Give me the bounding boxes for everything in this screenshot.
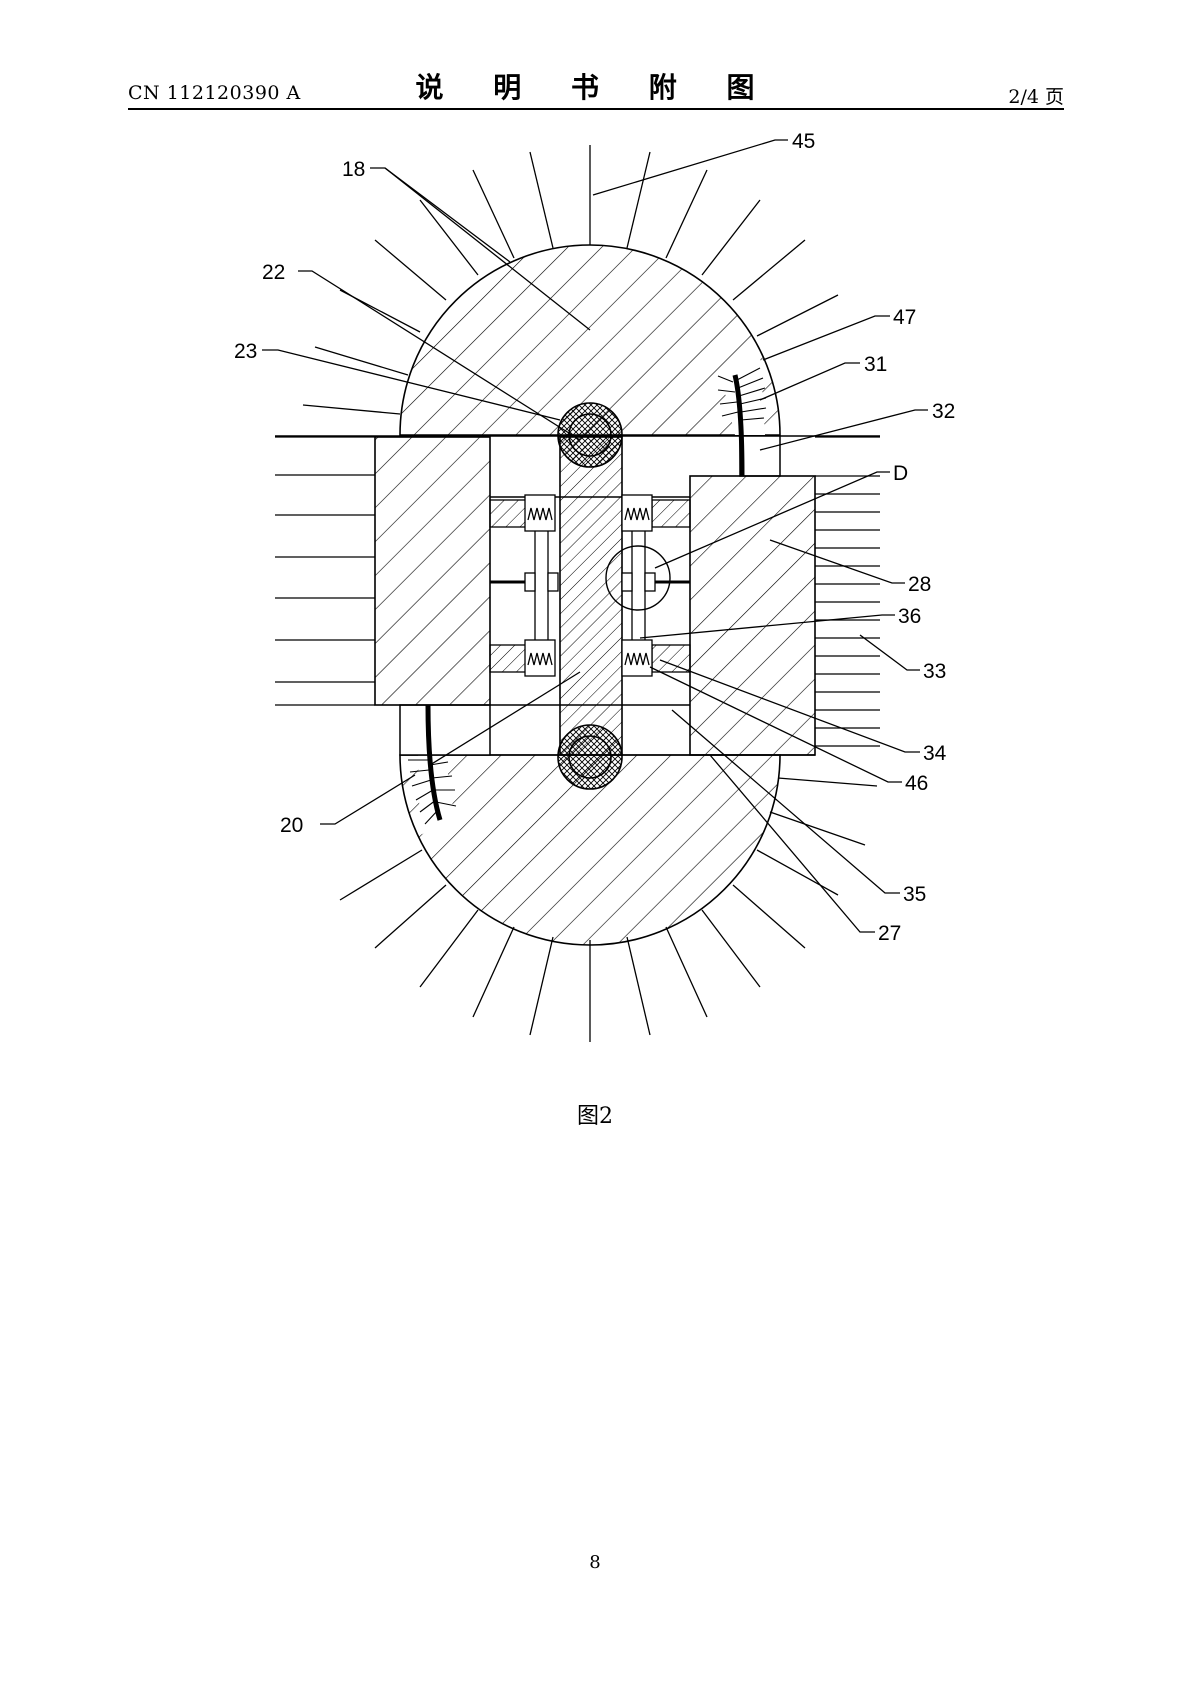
left-block — [374, 436, 491, 706]
spring-assemblies — [489, 494, 691, 677]
ref-label-23: 23 — [234, 340, 257, 363]
sheet-number: 2/4 页 — [1008, 86, 1064, 108]
ref-label-22: 22 — [262, 261, 285, 284]
bottom-roller — [557, 724, 623, 790]
ref-label-36: 36 — [898, 605, 921, 628]
ref-label-46: 46 — [905, 772, 928, 795]
ref-label-28: 28 — [908, 573, 931, 596]
detail-circle-d — [605, 545, 671, 611]
ref-label-33: 33 — [923, 660, 946, 683]
top-roller — [557, 402, 623, 468]
ref-label-32: 32 — [932, 400, 955, 423]
ref-label-47: 47 — [893, 306, 916, 329]
ref-label-31: 31 — [864, 353, 887, 376]
bottom-left-brush — [408, 704, 457, 825]
right-horizontal-lines — [815, 436, 880, 747]
section-title: 说 明 书 附 图 — [415, 71, 775, 104]
right-block — [689, 475, 816, 756]
ref-label-34: 34 — [923, 742, 947, 765]
leader-lines — [262, 139, 928, 933]
ref-label-18: 18 — [342, 158, 365, 181]
top-dome — [399, 244, 781, 436]
reference-labels: 18 22 23 45 47 31 32 D 28 36 33 34 46 35… — [234, 130, 955, 945]
ref-label-d: D — [893, 462, 908, 485]
ref-label-35: 35 — [903, 883, 926, 906]
central-threaded-rod — [559, 436, 623, 756]
bottom-radiating-lines — [339, 777, 878, 1042]
ref-label-20: 20 — [280, 814, 303, 837]
figure-caption: 图2 — [577, 1104, 613, 1129]
publication-number: CN 112120390 A — [128, 82, 301, 104]
left-horizontal-lines — [275, 436, 375, 706]
ref-label-27: 27 — [878, 922, 901, 945]
ref-label-45: 45 — [792, 130, 815, 153]
header-rule — [128, 108, 1064, 110]
page-number: 8 — [589, 1552, 601, 1573]
